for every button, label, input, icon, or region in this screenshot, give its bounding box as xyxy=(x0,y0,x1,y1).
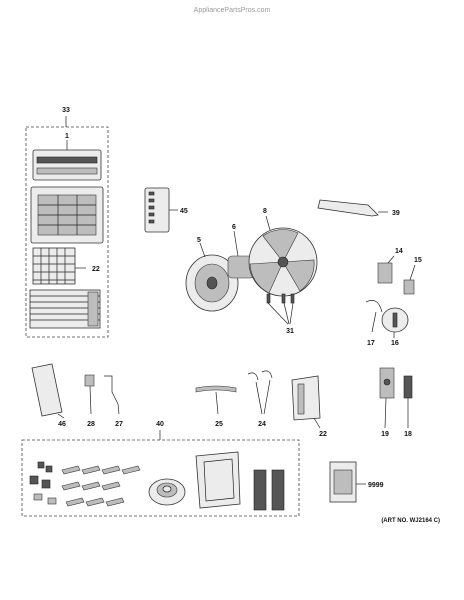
callout-9999[interactable]: 9999 xyxy=(368,482,384,489)
installation-kit-group: 40 xyxy=(21,421,300,517)
callout-22-bracket[interactable]: 22 xyxy=(319,431,327,438)
callout-27[interactable]: 27 xyxy=(115,421,123,428)
callout-18[interactable]: 18 xyxy=(404,431,412,438)
callout-33[interactable]: 33 xyxy=(62,107,70,114)
callout-17[interactable]: 17 xyxy=(367,340,375,347)
callout-25[interactable]: 25 xyxy=(215,421,223,428)
front-panel-assembly-group: 33 1 22 xyxy=(25,107,109,338)
front-panel-group-box xyxy=(25,126,109,338)
callout-40[interactable]: 40 xyxy=(156,421,164,428)
part-27-clip[interactable] xyxy=(104,375,120,415)
callout-28[interactable]: 28 xyxy=(87,421,95,428)
callout-19[interactable]: 19 xyxy=(381,431,389,438)
callout-31[interactable]: 31 xyxy=(286,328,294,335)
part-14-relay[interactable] xyxy=(377,255,395,284)
part-17-capacitor-bracket[interactable] xyxy=(365,300,383,333)
callout-14[interactable]: 14 xyxy=(395,248,403,255)
art-number: (ART NO. WJ2164 C) xyxy=(381,518,440,524)
callout-1[interactable]: 1 xyxy=(65,133,69,140)
part-15-terminal[interactable] xyxy=(403,264,416,295)
part-5-blower-wheel[interactable] xyxy=(185,242,239,312)
front-grille-frame[interactable] xyxy=(30,186,104,244)
callout-24[interactable]: 24 xyxy=(258,421,266,428)
part-22-mounting-bracket[interactable] xyxy=(291,375,321,429)
part-31-screws[interactable] xyxy=(266,293,295,325)
watermark-text: AppliancePartsPros.com xyxy=(194,7,271,14)
callout-5[interactable]: 5 xyxy=(197,237,201,244)
kit-foam-strips[interactable] xyxy=(253,469,285,511)
part-19-control-board[interactable] xyxy=(379,367,395,429)
part-16-capacitor[interactable] xyxy=(381,307,409,338)
callout-46[interactable]: 46 xyxy=(58,421,66,428)
part-8-fan-blade[interactable] xyxy=(248,215,318,297)
kit-screws-and-anchors[interactable] xyxy=(29,461,141,507)
callout-39[interactable]: 39 xyxy=(392,210,400,217)
callout-6[interactable]: 6 xyxy=(232,224,236,231)
installation-kit-group-box xyxy=(21,439,300,517)
part-22-air-filter[interactable] xyxy=(32,247,86,285)
part-24-clips[interactable] xyxy=(247,370,273,415)
callout-16[interactable]: 16 xyxy=(391,340,399,347)
callout-15[interactable]: 15 xyxy=(414,257,422,264)
kit-window-frame[interactable] xyxy=(195,451,241,509)
part-45-remote-control[interactable] xyxy=(144,187,178,233)
part-1-control-panel[interactable] xyxy=(32,140,102,181)
callout-45[interactable]: 45 xyxy=(180,208,188,215)
callout-22-filter[interactable]: 22 xyxy=(92,266,100,273)
part-39-support-bar[interactable] xyxy=(317,199,388,217)
part-28-connector[interactable] xyxy=(84,374,95,415)
louver-grille[interactable] xyxy=(29,289,101,329)
callout-8[interactable]: 8 xyxy=(263,208,267,215)
part-46-sheet[interactable] xyxy=(31,363,65,419)
part-18-switch[interactable] xyxy=(403,375,413,428)
part-9999-manual-booklet[interactable] xyxy=(329,461,366,503)
part-25-seal-strip[interactable] xyxy=(195,385,237,415)
kit-foam-seal-roll[interactable] xyxy=(148,478,186,506)
